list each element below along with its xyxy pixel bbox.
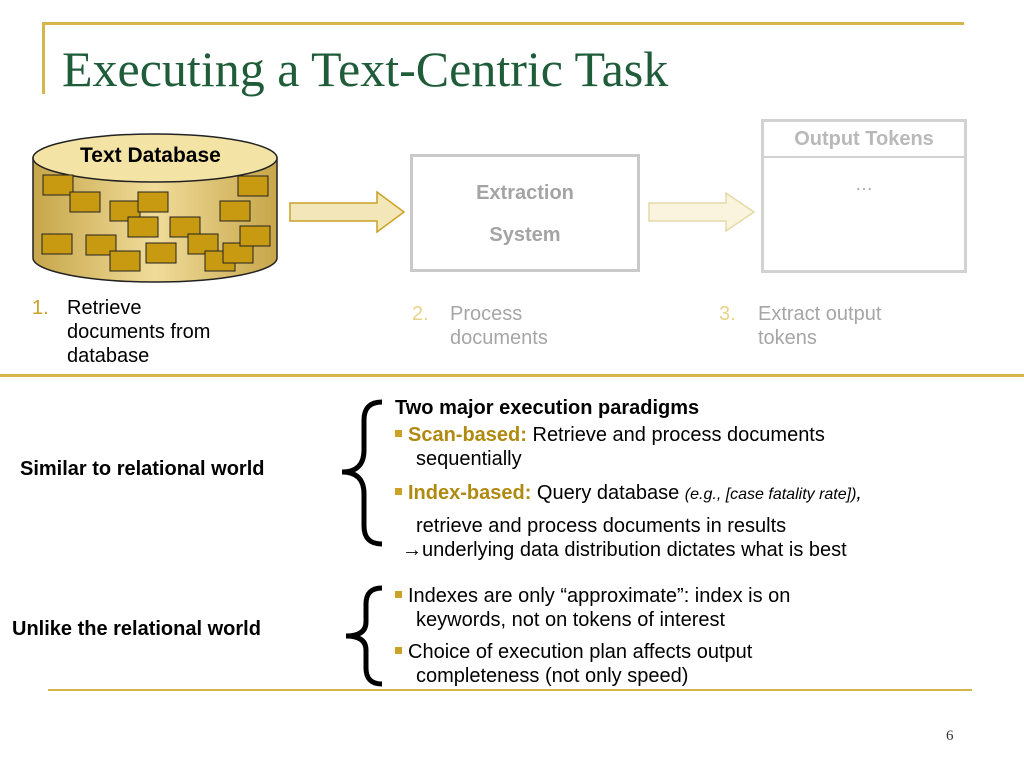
output-tokens-placeholder: …	[855, 174, 873, 194]
bullet-square-icon	[395, 591, 402, 599]
arrow-1-icon	[289, 190, 406, 234]
step-1: 1. Retrieve documents from database	[32, 296, 210, 368]
indexes-line-2: keywords, not on tokens of interest	[416, 609, 726, 631]
bullet-square-icon	[395, 430, 402, 438]
bullet-execution-plan: Choice of execution plan affects output …	[395, 640, 995, 688]
paradigms-heading: Two major execution paradigms	[395, 397, 700, 419]
step-3-number: 3.	[719, 303, 736, 325]
distribution-line: →underlying data distribution dictates w…	[402, 539, 847, 561]
output-tokens-box	[761, 119, 967, 273]
bullet-indexes-approximate: Indexes are only “approximate”: index is…	[395, 584, 995, 632]
bullet-index-based: Index-based: Query database (e.g., [case…	[395, 481, 995, 562]
scan-based-label: Scan-based:	[408, 424, 527, 446]
scan-based-text-2: sequentially	[416, 448, 522, 470]
scan-based-text: Retrieve and process documents	[526, 424, 825, 446]
frame-top-line	[42, 22, 964, 25]
index-based-text: Query database	[531, 482, 685, 504]
arrow-2-icon	[648, 191, 756, 233]
step-2-line-2: documents	[450, 327, 548, 349]
index-based-label: Index-based:	[408, 482, 532, 504]
plan-line-1: Choice of execution plan affects output	[408, 641, 753, 663]
section-divider	[0, 374, 1024, 377]
page-number: 6	[946, 728, 954, 744]
text-database-label: Text Database	[80, 144, 221, 167]
bullet-scan-based: Scan-based: Retrieve and process documen…	[395, 423, 995, 471]
bullet-square-icon	[395, 647, 402, 655]
step-1-line-1: Retrieve	[67, 297, 142, 319]
footer-divider	[48, 689, 972, 691]
similar-relational-label: Similar to relational world	[20, 458, 265, 480]
step-1-line-2: documents from	[67, 321, 211, 343]
paradigms-block: Two major execution paradigms Scan-based…	[395, 396, 995, 562]
document-icons	[41, 174, 271, 272]
bullet-square-icon	[395, 488, 402, 496]
extraction-system-box	[410, 154, 640, 272]
index-based-text-2: retrieve and process documents in result…	[416, 515, 787, 537]
index-based-comma: ,	[856, 482, 862, 504]
step-3-line-2: tokens	[758, 327, 817, 349]
frame-left-line	[42, 22, 45, 94]
step-2-number: 2.	[412, 303, 429, 325]
extraction-line-2: System	[489, 224, 561, 246]
output-tokens-header: Output Tokens	[764, 122, 964, 158]
slide-title: Executing a Text-Centric Task	[62, 41, 669, 97]
plan-line-2: completeness (not only speed)	[416, 665, 689, 687]
extraction-system-label: Extraction System	[410, 172, 640, 256]
step-3-line-1: Extract output	[758, 303, 882, 325]
extraction-line-1: Extraction	[476, 182, 574, 204]
step-1-number: 1.	[32, 297, 49, 319]
braces-graphics	[341, 399, 383, 687]
left-brace-1-icon	[341, 399, 383, 547]
unlike-relational-label: Unlike the relational world	[12, 618, 261, 640]
left-brace-2-icon	[345, 585, 383, 687]
step-2-line-1: Process	[450, 303, 523, 325]
step-3: 3. Extract output tokens	[719, 302, 881, 350]
diagram-graphics	[32, 133, 756, 283]
approximate-block: Indexes are only “approximate”: index is…	[395, 584, 995, 688]
step-2: 2. Process documents	[412, 302, 548, 350]
step-1-line-3: database	[67, 345, 150, 367]
indexes-line-1: Indexes are only “approximate”: index is…	[408, 585, 791, 607]
index-based-example: (e.g., [case fatality rate])	[684, 486, 857, 503]
